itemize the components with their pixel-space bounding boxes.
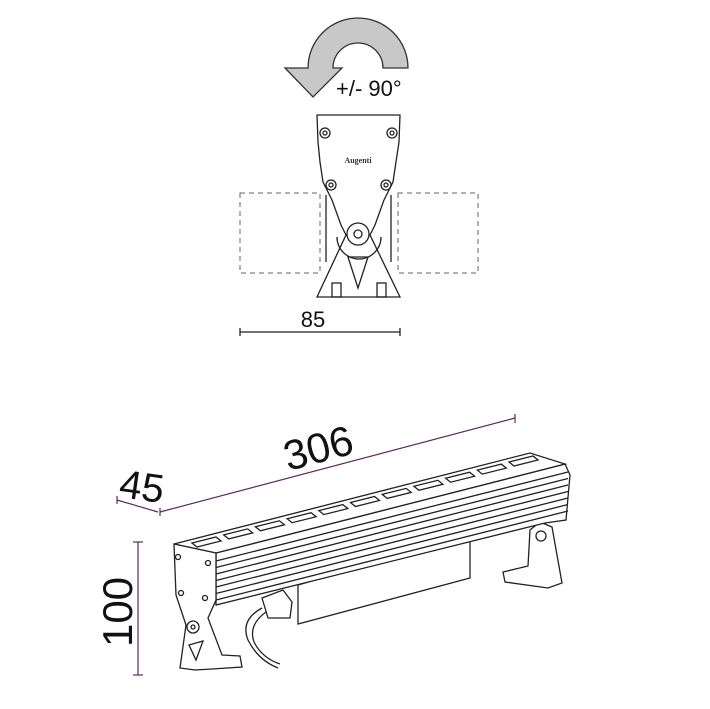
led-module xyxy=(507,455,540,467)
led-module xyxy=(317,503,350,516)
heatsink-rib xyxy=(215,484,569,575)
led-module xyxy=(349,495,381,508)
heatsink-rib xyxy=(215,477,569,569)
cable-gland xyxy=(261,589,293,619)
height-label: 100 xyxy=(94,577,141,647)
front-width-label: 85 xyxy=(301,307,325,332)
dimension-lines xyxy=(116,414,516,676)
heatsink-rib xyxy=(215,510,569,601)
led-module xyxy=(222,528,255,540)
led-module xyxy=(285,511,318,524)
rotation-label: +/- 90° xyxy=(336,76,402,101)
heatsink-rib xyxy=(215,503,569,595)
rotation-arrow-icon xyxy=(283,17,409,98)
led-module xyxy=(380,487,413,500)
led-module xyxy=(412,479,445,492)
rotated-outline-right xyxy=(397,192,479,274)
heatsink-rib xyxy=(215,471,569,562)
heatsink-rib xyxy=(215,497,569,588)
depth-label: 45 xyxy=(117,462,167,512)
led-module xyxy=(444,471,477,483)
led-module xyxy=(190,536,223,548)
front-view: Augenti xyxy=(239,114,479,298)
brand-logo: Augenti xyxy=(344,156,372,165)
rotated-outline-left xyxy=(239,192,321,274)
led-module xyxy=(253,520,286,532)
led-module xyxy=(475,463,508,475)
light-bar-perspective xyxy=(173,452,571,671)
power-cable xyxy=(245,607,279,669)
length-label: 306 xyxy=(278,416,358,480)
heatsink-rib xyxy=(215,490,569,582)
